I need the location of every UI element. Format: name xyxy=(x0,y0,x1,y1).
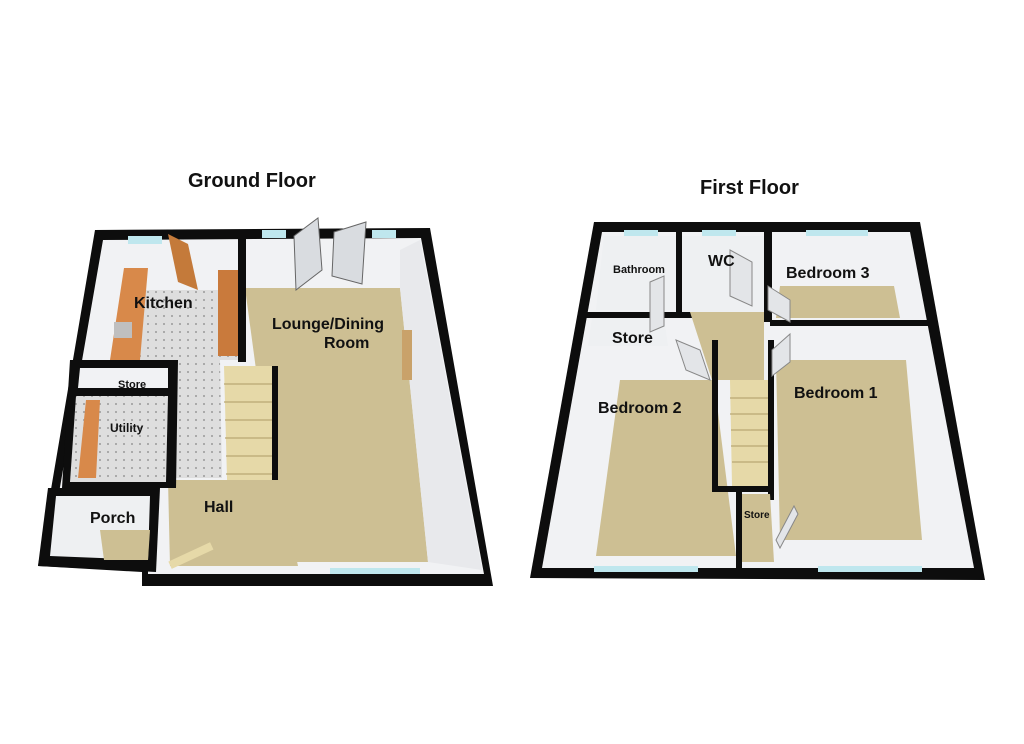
store-label-first: Store xyxy=(612,330,653,347)
kitchen-label: Kitchen xyxy=(134,295,193,312)
porch-floor xyxy=(100,530,150,560)
utility-label: Utility xyxy=(110,421,144,435)
bedroom3-door xyxy=(767,285,791,323)
utility-worktop xyxy=(78,400,100,478)
ground-floor-plan: Kitchen Lounge/Dining Room Store Utility… xyxy=(38,217,493,586)
first-floor-title: First Floor xyxy=(700,177,799,199)
landing-store-wall xyxy=(736,490,742,568)
stair-bottom-wall xyxy=(712,486,774,492)
lounge-label-line1: Lounge/Dining xyxy=(272,316,384,333)
landing-store-label: Store xyxy=(744,510,770,521)
landing-floor xyxy=(690,312,764,380)
wc-window xyxy=(702,230,736,236)
hall-label: Hall xyxy=(204,499,233,516)
stair-right-wall xyxy=(768,340,774,500)
lounge-label-line2: Room xyxy=(324,335,369,352)
wc-door xyxy=(729,249,753,307)
bedroom3-label: Bedroom 3 xyxy=(786,265,870,282)
kitchen-sink xyxy=(114,322,132,338)
bathroom-label: Bathroom xyxy=(613,264,665,276)
lounge-floor xyxy=(245,288,428,562)
first-floor-front-window-left xyxy=(594,566,698,572)
first-floor-stairs xyxy=(730,380,770,486)
lounge-french-door-left xyxy=(293,217,323,291)
stair-wall xyxy=(272,366,278,518)
bedroom1-label: Bedroom 1 xyxy=(794,385,878,402)
wc-label: WC xyxy=(708,253,735,270)
bedroom2-floor xyxy=(596,380,736,556)
bedroom3-window xyxy=(806,230,868,236)
bathroom-wc-wall xyxy=(676,222,682,316)
ground-floor-title: Ground Floor xyxy=(188,170,316,192)
bedroom1-door xyxy=(771,332,791,378)
first-store-room xyxy=(588,318,668,346)
lounge-french-door-right xyxy=(331,221,367,285)
store-room xyxy=(78,368,168,388)
lounge-radiator xyxy=(402,330,412,380)
lounge-window-left xyxy=(262,230,286,238)
front-door xyxy=(168,542,214,569)
kitchen-back-door xyxy=(168,234,198,290)
kitchen-worktop-right xyxy=(218,270,238,356)
bedroom2-label: Bedroom 2 xyxy=(598,400,682,417)
front-wall-window xyxy=(330,568,420,574)
hall-floor xyxy=(168,480,298,566)
bathroom-window xyxy=(624,230,658,236)
kitchen-lounge-partition xyxy=(238,232,246,362)
first-stair-treads xyxy=(730,397,770,463)
ground-floor-stairs xyxy=(224,366,276,516)
bedroom2-door xyxy=(675,339,711,381)
first-floor-plan: Bathroom WC Bedroom 3 Store Bedroom 2 Be… xyxy=(530,222,985,580)
porch-label: Porch xyxy=(90,510,135,527)
kitchen-window xyxy=(128,236,162,244)
first-floor-front-window-right xyxy=(818,566,922,572)
kitchen-floor xyxy=(140,290,240,478)
bedroom1-floor xyxy=(776,360,922,540)
bathroom-door xyxy=(649,275,665,333)
lounge-window-right xyxy=(372,230,396,238)
bedroom3-floor xyxy=(776,286,900,318)
lounge-side-wall xyxy=(400,240,482,570)
bedroom1-top-wall xyxy=(772,320,930,326)
wc-bedroom3-wall xyxy=(764,222,772,322)
landing-store-door xyxy=(775,504,799,550)
landing-store-room xyxy=(742,494,774,562)
store-label: Store xyxy=(118,379,146,391)
stair-left-wall xyxy=(712,340,718,490)
